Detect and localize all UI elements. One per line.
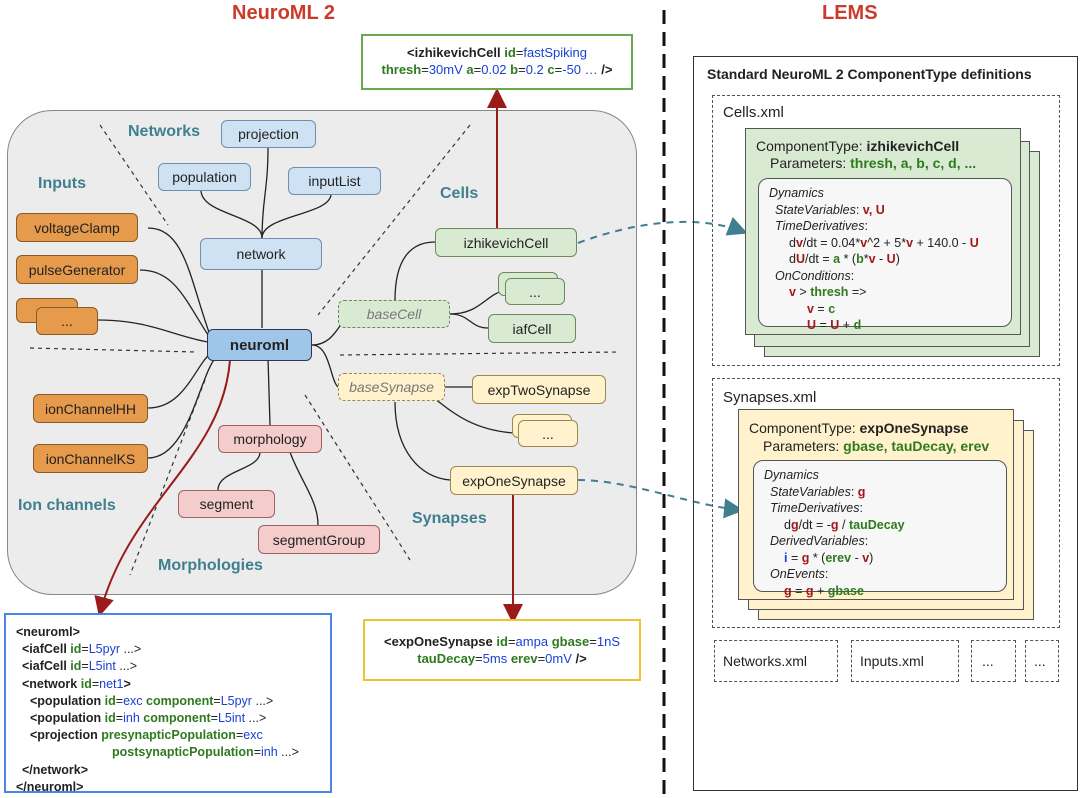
inputs-xml-file: Inputs.xml bbox=[851, 640, 959, 682]
node-segment: segment bbox=[178, 490, 275, 518]
region-inputs: Inputs bbox=[38, 175, 86, 192]
node-izhikevichcell: izhikevichCell bbox=[435, 228, 577, 257]
izh-dynamics: Dynamics StateVariables: v, U TimeDeriva… bbox=[758, 178, 1012, 332]
node-projection: projection bbox=[221, 120, 316, 148]
neuroml2-heading: NeuroML 2 bbox=[232, 2, 335, 24]
node-iafcell: iafCell bbox=[488, 314, 576, 343]
node-network: network bbox=[200, 238, 322, 270]
node-cells-more: ... bbox=[505, 278, 565, 305]
node-segmentgroup: segmentGroup bbox=[258, 525, 380, 554]
region-ion-channels: Ion channels bbox=[18, 497, 116, 514]
node-ionchannelks: ionChannelKS bbox=[33, 444, 148, 473]
networks-xml-file: Networks.xml bbox=[714, 640, 838, 682]
node-ionchannelhh: ionChannelHH bbox=[33, 394, 148, 423]
izhikevich-xml-snippet: <izhikevichCell id=fastSpiking thresh=30… bbox=[361, 34, 633, 90]
node-neuroml: neuroml bbox=[207, 329, 312, 361]
region-cells: Cells bbox=[440, 185, 479, 202]
node-synapses-more: ... bbox=[518, 420, 578, 447]
node-basesynapse: baseSynapse bbox=[338, 373, 445, 401]
node-exponesynapse: expOneSynapse bbox=[450, 466, 578, 495]
node-basecell: baseCell bbox=[338, 300, 450, 328]
exp-dynamics: Dynamics StateVariables: g TimeDerivativ… bbox=[753, 460, 1007, 598]
region-synapses: Synapses bbox=[412, 510, 487, 527]
node-population: population bbox=[158, 163, 251, 191]
other-xml-file-1: ... bbox=[971, 640, 1016, 682]
node-exptwosynapse: expTwoSynapse bbox=[472, 375, 606, 404]
synapses-xml-file: Synapses.xml bbox=[712, 378, 1060, 628]
lems-title: Standard NeuroML 2 ComponentType definit… bbox=[707, 66, 1032, 82]
node-pulsegenerator: pulseGenerator bbox=[16, 255, 138, 284]
region-morphologies: Morphologies bbox=[158, 557, 263, 574]
lems-heading: LEMS bbox=[822, 2, 878, 24]
node-voltageclamp: voltageClamp bbox=[16, 213, 138, 242]
region-networks: Networks bbox=[128, 123, 201, 140]
synapses-xml-label: Synapses.xml bbox=[723, 389, 817, 406]
cells-xml-label: Cells.xml bbox=[723, 104, 784, 121]
node-inputs-more: ... bbox=[36, 307, 98, 335]
cells-xml-file: Cells.xml bbox=[712, 95, 1060, 366]
lems-standard-definitions bbox=[693, 56, 1078, 791]
node-morphology: morphology bbox=[218, 425, 322, 453]
other-xml-file-2: ... bbox=[1025, 640, 1059, 682]
neuroml-xml-document: <neuroml> <iafCell id=L5pyr ...> <iafCel… bbox=[4, 613, 332, 794]
node-inputlist: inputList bbox=[288, 167, 381, 195]
exponesynapse-xml-snippet: <expOneSynapse id=ampa gbase=1nS tauDeca… bbox=[363, 619, 641, 681]
